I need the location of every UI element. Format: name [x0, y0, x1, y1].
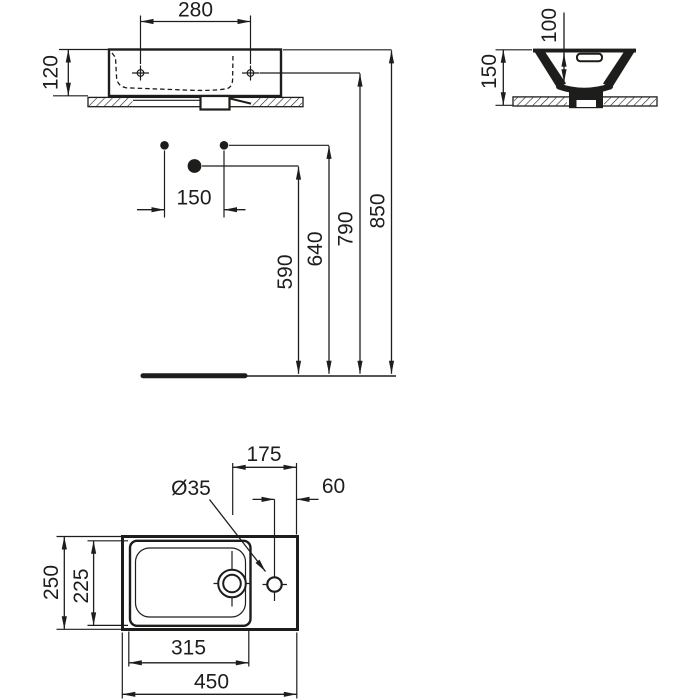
- fixing-hole-left: [132, 65, 149, 81]
- dim-250: [56, 535, 121, 630]
- dim-60-label: 60: [322, 475, 345, 498]
- drain-point: [187, 159, 202, 173]
- fixing-hole-right: [242, 65, 259, 81]
- side-hatch-right: [604, 97, 656, 106]
- side-view: [495, 12, 658, 109]
- plan-drain: [213, 551, 251, 607]
- wall-hatch-left: [89, 98, 133, 107]
- side-rim-section: [533, 48, 636, 53]
- plan-view: [56, 463, 319, 699]
- dim-790-label: 790: [334, 211, 357, 246]
- plan-tap-hole: [262, 499, 287, 601]
- supply-point-right: [219, 141, 229, 150]
- dim-250-label: 250: [40, 565, 63, 600]
- dim-450: [121, 632, 298, 699]
- trap-chamfer-line: [230, 97, 252, 105]
- dim-315-label: 315: [171, 636, 206, 659]
- side-right-wall: [603, 52, 634, 89]
- dim-280-label: 280: [178, 0, 213, 21]
- supply-point-left: [160, 141, 169, 150]
- wall-section: [87, 96, 304, 108]
- tap-hole-leader: [208, 499, 267, 572]
- dim-150-side: [495, 49, 532, 106]
- dim-450-label: 450: [194, 670, 229, 693]
- dim-100-label: 100: [538, 8, 561, 43]
- connection-points: [137, 141, 329, 218]
- drain-trap-front: [199, 94, 231, 111]
- dim-850-label: 850: [366, 193, 389, 228]
- dim-640-label: 640: [304, 231, 327, 266]
- dim-120: [53, 48, 108, 97]
- front-view: [53, 15, 392, 111]
- side-bowl-bottom: [556, 83, 613, 94]
- dim-225-label: 225: [70, 568, 93, 603]
- dim-315: [128, 629, 250, 667]
- dim-175-label: 175: [246, 443, 281, 466]
- dim-150-side-label: 150: [478, 54, 501, 89]
- side-hatch-left: [514, 97, 567, 106]
- dim-120-label: 120: [39, 55, 62, 90]
- dimension-labels: 280 120 150 590 640 790 850 100 150 175 …: [39, 0, 561, 693]
- dim-280: [139, 15, 252, 64]
- height-dimensions: [295, 50, 395, 374]
- dim-150-spacing-label: 150: [176, 186, 211, 209]
- tap-hole-diameter-label: Ø35: [171, 477, 211, 500]
- wall-hatch-right: [252, 98, 302, 107]
- dim-225: [87, 540, 128, 627]
- overflow-slot: [576, 52, 603, 63]
- dim-590-label: 590: [274, 254, 297, 289]
- bowl-hidden-profile: [111, 52, 234, 92]
- side-trap-slot: [576, 100, 596, 107]
- side-left-wall: [535, 52, 566, 89]
